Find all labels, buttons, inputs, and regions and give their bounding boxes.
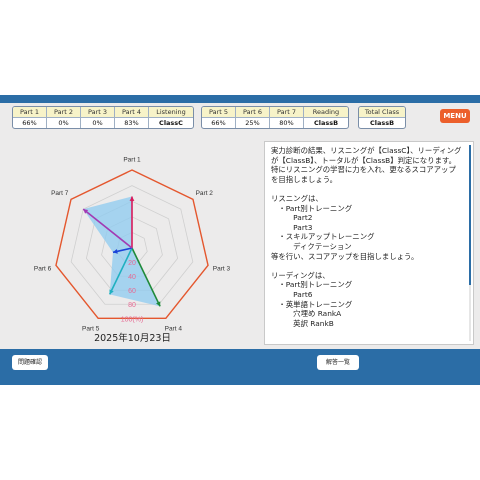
advice-scrollbar[interactable] (469, 145, 471, 341)
stat-part2: Part 2 0% (47, 107, 81, 128)
listening-stats: Part 1 66% Part 2 0% Part 3 0% Part 4 83… (12, 106, 194, 129)
stat-label: Part 3 (81, 107, 114, 118)
stat-total: Total Class ClassB (359, 107, 405, 128)
reading-stats: Part 5 66% Part 6 25% Part 7 80% Reading… (201, 106, 349, 129)
stat-value: 83% (124, 119, 139, 127)
radar-chart: Part 1 Part 2 Part 3 Part 4 Part 5 Part 6 Part… (34, 157, 231, 333)
stat-label: Part 2 (47, 107, 80, 118)
radar-axis-label: Part 3 (213, 265, 231, 272)
stat-label: Part 4 (115, 107, 148, 118)
radar-scale-label: 80 (128, 302, 136, 309)
radar-scale-label: 40 (128, 274, 136, 281)
stat-value: 80% (279, 119, 294, 127)
advice-text: 実力診断の結果、リスニングが【ClassC】、リーディング が【ClassB】、… (271, 146, 462, 328)
stat-value: 66% (22, 119, 37, 127)
radar-outline (55, 169, 209, 319)
stat-part5: Part 5 66% (202, 107, 236, 128)
stat-value: 25% (245, 119, 260, 127)
test-date: 2025年10月23日 (94, 333, 171, 344)
radar-arrow-5 (108, 247, 133, 295)
stat-label: Reading (304, 107, 348, 118)
top-accent-bar (0, 95, 480, 103)
radar-scale-label: 60 (128, 288, 136, 295)
stat-part3: Part 3 0% (81, 107, 115, 128)
stat-label: Listening (149, 107, 193, 118)
radar-arrowhead-6 (112, 249, 118, 254)
stat-part4: Part 4 83% (115, 107, 149, 128)
stat-value: ClassB (369, 119, 395, 127)
stat-label: Part 7 (270, 107, 303, 118)
radar-axis-label: Part 5 (82, 326, 100, 333)
radar-arrowhead-4 (156, 301, 161, 307)
radar-axis-label: Part 2 (196, 190, 214, 197)
radar-axis-label: Part 1 (123, 157, 141, 164)
stat-part7: Part 7 80% (270, 107, 304, 128)
stat-value: 0% (58, 119, 69, 127)
scrollbar-thumb[interactable] (469, 145, 471, 285)
stat-label: Part 5 (202, 107, 235, 118)
radar-scale-label: 100(%) (121, 316, 144, 323)
radar-data (82, 196, 161, 307)
answer-list-button[interactable]: 解答一覧 (317, 355, 359, 370)
radar-labels: Part 1 Part 2 Part 3 Part 4 Part 5 Part 6 Part… (34, 157, 231, 333)
stat-label: Total Class (359, 107, 405, 118)
stat-label: Part 1 (13, 107, 46, 118)
radar-arrowhead-7 (83, 209, 89, 214)
stat-part6: Part 6 25% (236, 107, 270, 128)
menu-button[interactable]: MENU (440, 109, 470, 123)
radar-data-area (83, 196, 161, 307)
stat-value: 66% (211, 119, 226, 127)
bottom-bar (0, 349, 480, 385)
radar-arrow-7 (82, 208, 133, 249)
stat-value: ClassB (313, 119, 339, 127)
radar-scale-label: 20 (128, 260, 136, 267)
stat-listening: Listening ClassC (149, 107, 193, 128)
radar-axis-label: Part 6 (34, 265, 52, 272)
radar-arrowhead-1 (129, 196, 135, 201)
radar-arrowhead-5 (109, 289, 114, 295)
radar-axis-label: Part 7 (51, 190, 69, 197)
total-class-stat: Total Class ClassB (358, 106, 406, 129)
stat-part1: Part 1 66% (13, 107, 47, 128)
review-questions-button[interactable]: 問題確認 (12, 355, 48, 370)
stat-reading: Reading ClassB (304, 107, 348, 128)
radar-arrow-4 (131, 247, 161, 307)
stat-value: ClassC (159, 119, 183, 127)
radar-ring-4 (70, 185, 194, 305)
radar-axis-label: Part 4 (165, 326, 183, 333)
stat-label: Part 6 (236, 107, 269, 118)
stat-value: 0% (92, 119, 103, 127)
advice-panel[interactable]: 実力診断の結果、リスニングが【ClassC】、リーディング が【ClassB】、… (264, 141, 474, 345)
